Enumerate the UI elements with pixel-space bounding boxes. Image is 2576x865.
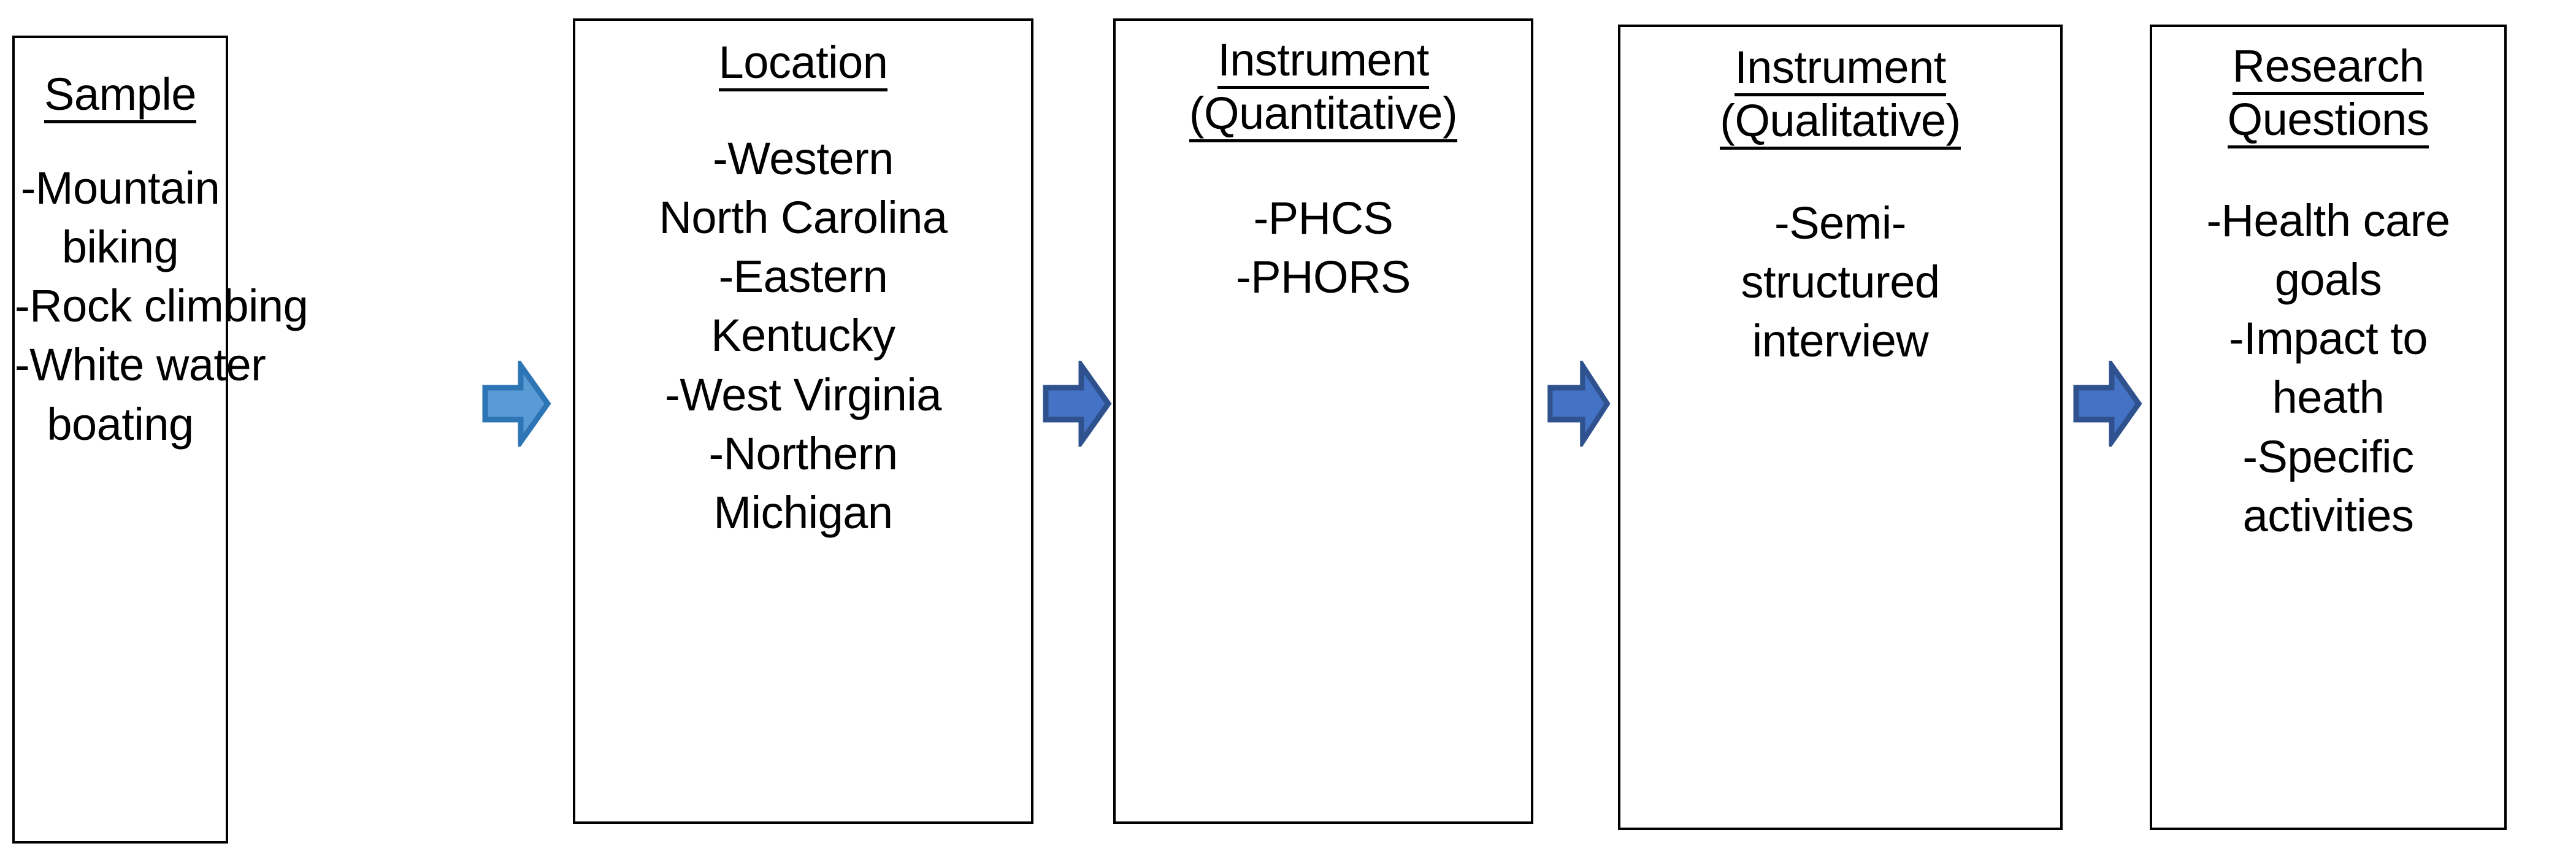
flow-box-title: Research Questions xyxy=(2152,42,2504,148)
flow-box-title: Location xyxy=(575,38,1031,91)
body-line: biking xyxy=(61,221,179,273)
flow-box-instrument-qualitative: Instrument (Qualitative) -Semi- structur… xyxy=(1618,25,2063,830)
title-line: (Qualitative) xyxy=(1720,96,1961,150)
body-line: -Mountain xyxy=(20,162,220,213)
flow-box-body: -PHCS -PHORS xyxy=(1116,189,1531,307)
body-line: -Semi- xyxy=(1774,197,1906,248)
flow-box-sample: Sample -Mountain biking -Rock climbing -… xyxy=(12,36,309,844)
title-line: Instrument xyxy=(1735,43,1946,96)
body-line: -PHORS xyxy=(1236,252,1411,302)
body-line: interview xyxy=(1752,315,1929,367)
flow-box-title: Instrument (Qualitative) xyxy=(1620,43,2060,150)
flow-box-location: Location -Western North Carolina -Easter… xyxy=(573,18,1033,824)
title-line: Instrument xyxy=(1217,36,1429,89)
body-line: -West Virginia xyxy=(665,369,941,420)
title-line: Sample xyxy=(44,70,196,123)
body-line: North Carolina xyxy=(659,192,948,244)
flow-box-body: -Western North Carolina -Eastern Kentuck… xyxy=(575,129,1031,542)
body-line: -Northern xyxy=(708,428,898,479)
body-line: -Impact to xyxy=(2229,313,2428,364)
body-line: goals xyxy=(2274,254,2382,305)
flow-box-body: -Mountain biking -Rock climbing -White w… xyxy=(15,159,309,454)
body-line: -PHCS xyxy=(1253,192,1393,244)
connector-arrow-1 xyxy=(480,361,551,447)
body-line: -Specific xyxy=(2242,431,2414,482)
title-line: Research xyxy=(2232,42,2425,95)
right-arrow-icon xyxy=(1547,361,1611,447)
title-line: (Quantitative) xyxy=(1189,88,1458,142)
body-line: heath xyxy=(2272,372,2385,423)
flow-box-body: -Health care goals -Impact to heath -Spe… xyxy=(2152,191,2504,545)
connector-arrow-4 xyxy=(2071,361,2142,447)
connector-arrow-2 xyxy=(1041,361,1112,447)
connector-arrow-3 xyxy=(1546,361,1611,447)
right-arrow-icon xyxy=(482,361,551,447)
title-line: Questions xyxy=(2227,94,2429,148)
body-line: structured xyxy=(1741,256,1940,307)
right-arrow-icon xyxy=(2073,361,2142,447)
body-line: Michigan xyxy=(713,487,893,539)
flow-box-title: Instrument (Quantitative) xyxy=(1116,36,1531,142)
right-arrow-icon xyxy=(1043,361,1112,447)
body-line: Kentucky xyxy=(711,310,895,361)
flow-box-research-questions: Research Questions -Health care goals -I… xyxy=(2150,25,2507,830)
body-line: boating xyxy=(47,398,194,450)
flow-box-title: Sample xyxy=(15,70,226,123)
title-line: Location xyxy=(718,38,888,91)
flow-box-body: -Semi- structured interview xyxy=(1620,194,2060,371)
body-line: -White water xyxy=(15,339,266,391)
flow-box-instrument-quantitative: Instrument (Quantitative) -PHCS -PHORS xyxy=(1113,18,1533,824)
body-line: -Eastern xyxy=(718,251,888,302)
body-line: activities xyxy=(2242,490,2414,541)
body-line: -Rock climbing xyxy=(15,280,309,332)
body-line: -Western xyxy=(713,133,894,184)
body-line: -Health care xyxy=(2206,194,2450,246)
